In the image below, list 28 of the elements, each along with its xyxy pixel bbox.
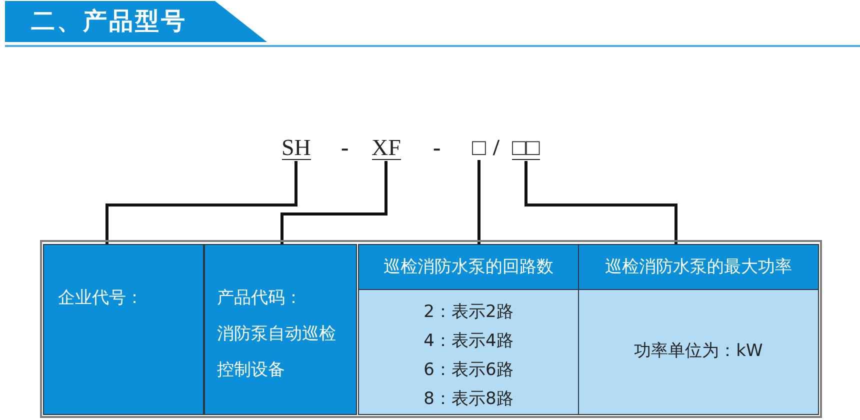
- model-code-text: □□: [512, 136, 540, 160]
- cell-text: 4：表示4路: [422, 330, 514, 353]
- model-code-text: SH: [282, 136, 311, 160]
- table-cell: [204, 244, 357, 415]
- table-cell: [358, 289, 579, 415]
- table-cell: [43, 244, 204, 415]
- cell-text: 功率单位为：kW: [633, 340, 764, 363]
- cell-text: 巡检消防水泵的回路数: [382, 256, 554, 279]
- table-cell: [578, 289, 819, 415]
- title-banner: 二、产品型号: [5, 1, 267, 42]
- leader-line: [280, 161, 388, 244]
- table-cell: [578, 244, 819, 290]
- cell-text: 巡检消防水泵的最大功率: [604, 256, 793, 279]
- cell-text: 8：表示8路: [422, 388, 514, 411]
- cell-text: 企业代号：: [58, 287, 144, 310]
- separator-text: -: [341, 136, 349, 159]
- separator-text: -: [433, 136, 441, 159]
- cell-text: 消防泵自动巡检控制设备: [217, 323, 337, 382]
- leader-line: [106, 161, 298, 244]
- cell-text: 2：表示2路: [422, 301, 514, 324]
- cell-text: 产品代码：: [217, 287, 303, 310]
- model-code-text: □: [472, 136, 486, 159]
- leader-line: [524, 161, 678, 244]
- leader-line: [478, 160, 480, 244]
- model-code-text: XF: [372, 136, 401, 160]
- separator-text: /: [493, 136, 500, 159]
- table-cell: [358, 244, 579, 290]
- cell-text: 6：表示6路: [422, 359, 514, 382]
